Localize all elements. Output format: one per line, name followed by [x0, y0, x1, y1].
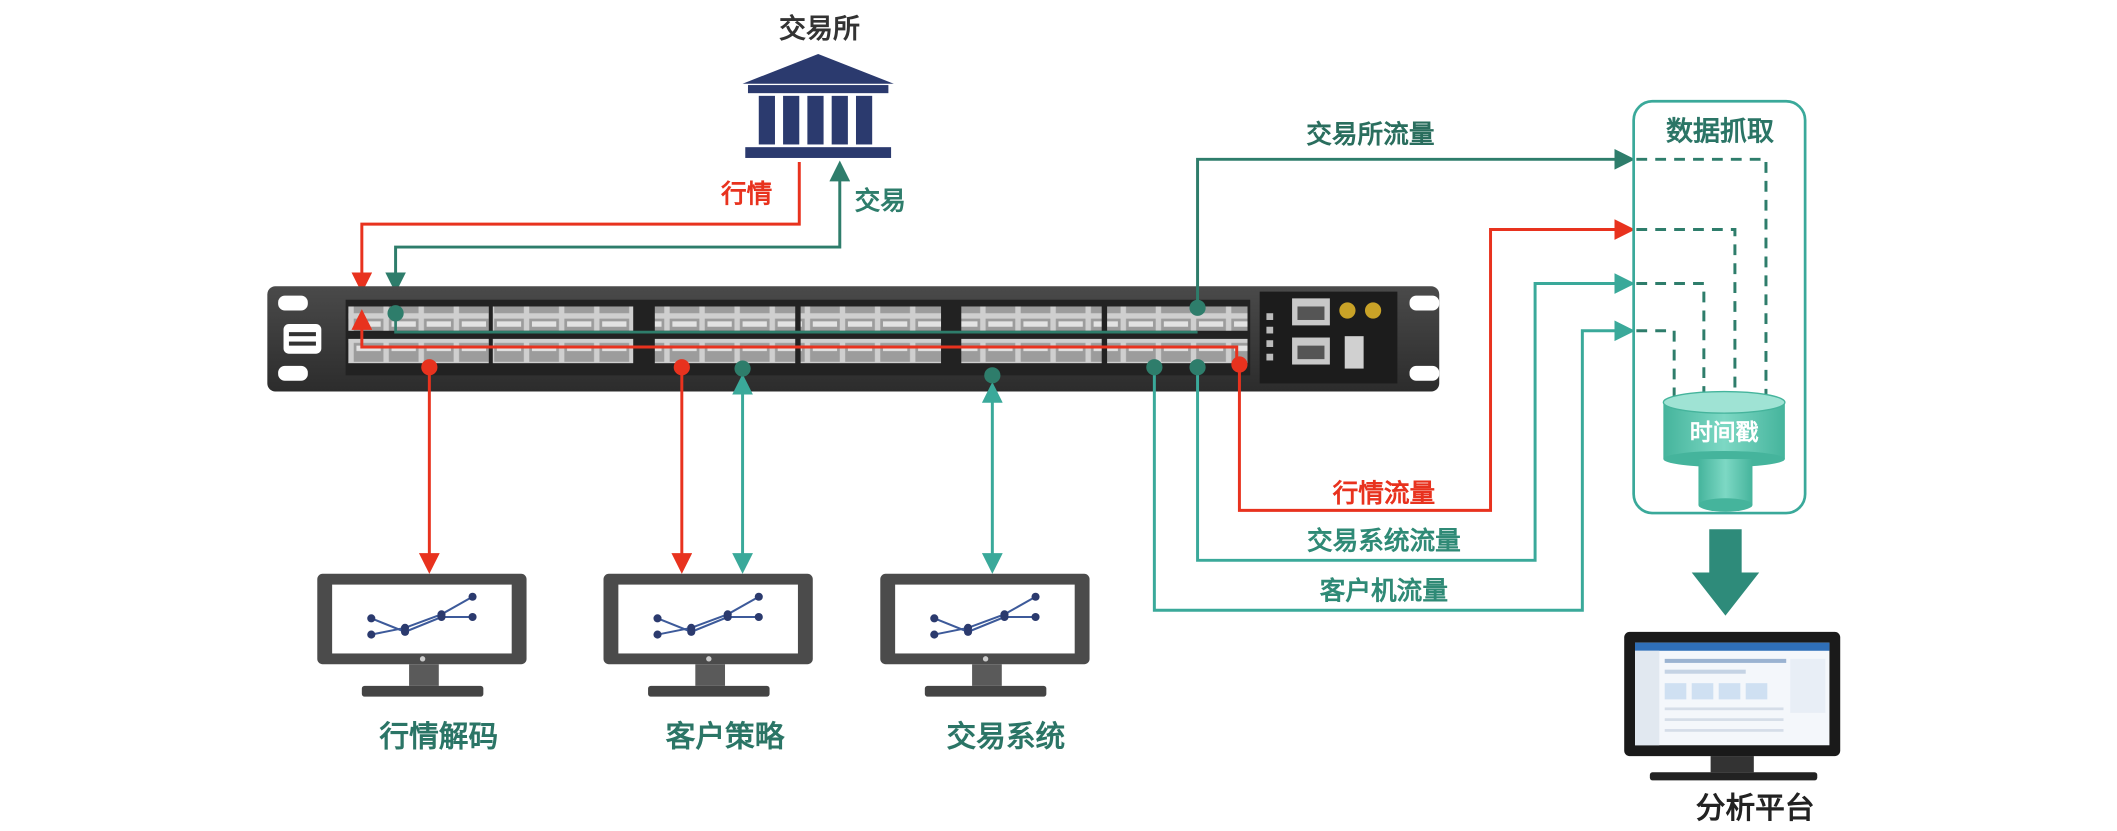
network-switch-icon — [267, 286, 1440, 392]
data-capture-title: 数据抓取 — [1666, 116, 1774, 147]
trading-system-flow-line — [1196, 273, 1636, 562]
client-flow-label: 客户机流量 — [1320, 575, 1448, 606]
exchange-flow-line — [1196, 148, 1636, 308]
analysis-monitor-icon — [1624, 631, 1841, 781]
tap-points — [387, 299, 1248, 384]
switch-internal-market-line — [351, 309, 1239, 365]
down-arrow-icon — [1691, 529, 1760, 616]
market-flow-label: 行情流量 — [1332, 478, 1436, 509]
exchange-flow-label: 交易所流量 — [1306, 119, 1434, 150]
market-flow-line — [1237, 219, 1636, 512]
analysis-platform-label: 分析平台 — [1696, 791, 1815, 826]
exchange-building-icon — [742, 54, 894, 158]
market-link-label: 行情 — [720, 179, 772, 210]
endpoint-label-client-strategy: 客户策略 — [666, 720, 786, 755]
database-cylinder-icon — [1662, 390, 1786, 512]
trade-link-line — [385, 160, 851, 294]
monitor-icon — [603, 573, 813, 697]
trading-system-flow-label: 交易系统流量 — [1307, 525, 1461, 556]
endpoint-label-market-decode: 行情解码 — [378, 720, 498, 755]
trade-link-label: 交易 — [855, 185, 906, 216]
exchange-title: 交易所 — [779, 13, 860, 45]
monitor-icon — [880, 573, 1090, 697]
client-flow-line — [1152, 320, 1636, 612]
endpoint-label-trading-system: 交易系统 — [946, 720, 1065, 755]
monitor-icon — [317, 573, 527, 697]
timestamp-label: 时间戳 — [1690, 420, 1759, 446]
